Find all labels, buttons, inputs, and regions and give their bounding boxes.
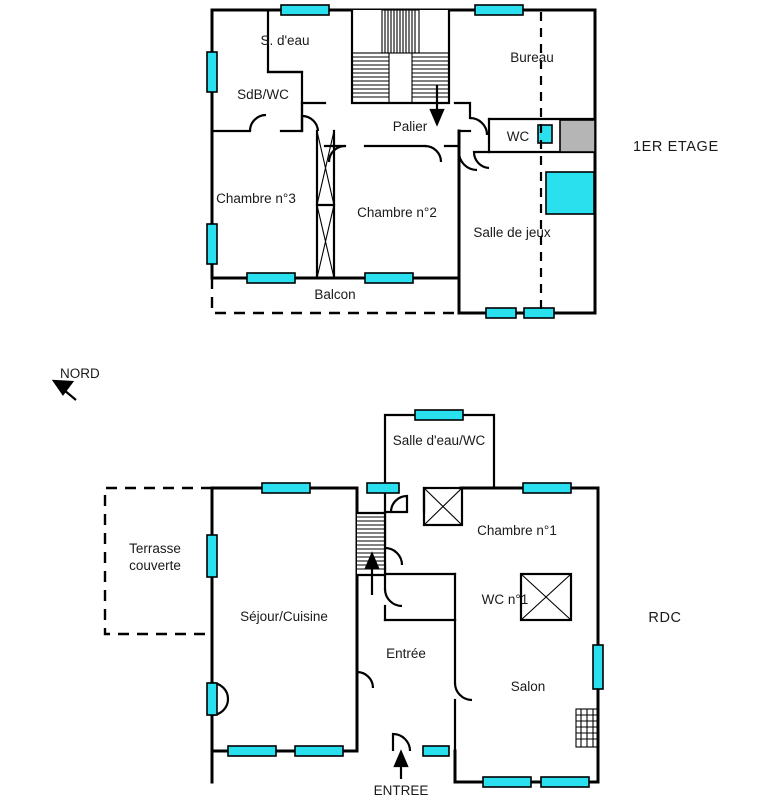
terrasse-couverte-outline (103, 486, 212, 636)
entrance-marker: ENTREE (374, 749, 429, 798)
ground-floor-closet-1 (422, 486, 464, 527)
room-label-balcon: Balcon (314, 287, 355, 302)
room-label-salle-deau-wc: Salle d'eau/WC (393, 433, 486, 448)
room-label-terrasse-line1: Terrasse (129, 541, 181, 556)
entrance-label: ENTREE (374, 783, 429, 798)
first-floor-group: S. d'eau SdB/WC Palier Bureau WC Chambre… (206, 4, 719, 319)
room-label-chambre-3: Chambre n°3 (216, 191, 296, 206)
compass-label-nord: NORD (60, 366, 100, 381)
room-label-sdb-wc: SdB/WC (237, 87, 289, 102)
ground-floor-doors (211, 494, 473, 752)
room-label-wc: WC (507, 129, 530, 144)
balcony-outline (210, 278, 459, 315)
room-label-salon: Salon (511, 679, 546, 694)
first-floor-windows (206, 4, 555, 319)
first-floor-interior-walls (210, 8, 597, 280)
room-label-palier: Palier (393, 119, 428, 134)
first-floor-doors (248, 113, 490, 172)
ground-floor-staircase (355, 511, 387, 595)
floor-title-first: 1ER ETAGE (633, 139, 719, 155)
stair-right-hatch (411, 52, 450, 104)
compass-rose: NORD (51, 366, 100, 401)
room-label-salle-jeux: Salle de jeux (473, 225, 551, 240)
floor-title-ground: RDC (648, 610, 681, 626)
room-label-s-deau: S. d'eau (260, 33, 309, 48)
ground-floor-windows (206, 409, 604, 788)
stair-down-arrow-icon (429, 85, 445, 127)
salon-chimney-grid (575, 708, 599, 748)
room-label-chambre-2: Chambre n°2 (357, 205, 437, 220)
room-label-sejour-cuisine: Séjour/Cuisine (240, 609, 328, 624)
ground-floor-group: ENTREE Salle d'eau/WC Chambre n°1 WC n°1… (103, 409, 681, 798)
stair-up-arrow-icon (364, 551, 380, 595)
stair-vertical-hatch (381, 9, 420, 54)
room-label-terrasse-line2: couverte (129, 558, 181, 573)
room-label-chambre-1: Chambre n°1 (477, 523, 557, 538)
stair-hatch-rdc (357, 516, 385, 570)
compass-arrow-icon (51, 379, 77, 401)
room-label-entree: Entrée (386, 646, 426, 661)
first-floor-staircase (350, 8, 451, 127)
first-floor-fixtures (537, 119, 596, 215)
stair-left-hatch (351, 52, 390, 104)
room-label-wc-1: WC n°1 (482, 592, 529, 607)
room-label-bureau: Bureau (510, 50, 554, 65)
